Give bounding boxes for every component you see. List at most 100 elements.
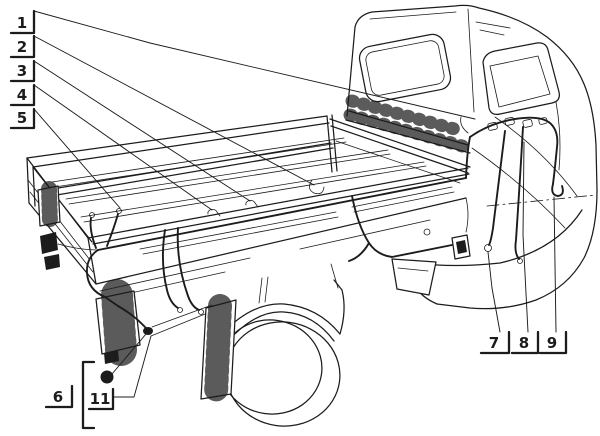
- cab-rear-panel-ribs-1: [345, 94, 469, 138]
- callouts: 1 2 3 4 5 6 11 7: [9, 9, 568, 430]
- callout-5-bracket: [9, 107, 36, 130]
- callout-4: 4: [9, 83, 36, 107]
- leader-3: [33, 60, 251, 202]
- harness-mid-drop-b: [176, 227, 200, 311]
- leader-11-dot: [111, 333, 147, 375]
- frame-member-foot: [104, 350, 119, 364]
- junction-connector-3: [522, 118, 533, 128]
- wiring-harness: [57, 116, 564, 331]
- taillight-link-wire: [57, 243, 99, 251]
- cab-rear-panel-ribs-2: [343, 108, 473, 154]
- callout-2: 2: [9, 34, 36, 59]
- tail-lamp-left-lens: [40, 232, 58, 254]
- callout-1-bracket: [9, 9, 36, 35]
- callout-3-bracket: [9, 59, 36, 83]
- bed-rear-right-corner-drop: [465, 197, 469, 233]
- callout-4-number: 4: [17, 86, 27, 104]
- harness-mid-drop-a: [161, 229, 179, 309]
- callout-5-number: 5: [17, 109, 27, 127]
- harness-hook-9: [551, 183, 564, 197]
- rear-wheel-and-fender: [200, 263, 345, 427]
- mid-drop-b-terminal: [198, 309, 204, 315]
- body-right-outline: [436, 189, 598, 310]
- bed-bottom-edge: [95, 197, 467, 285]
- wire-tip-a-terminal: [89, 212, 95, 218]
- harness-drop-7: [488, 130, 506, 246]
- harness-clip-4: [207, 208, 221, 217]
- callout-6-number: 6: [53, 388, 63, 406]
- harness-drop-8: [514, 126, 524, 260]
- bed-left-wall-top-rail: [26, 115, 330, 168]
- harness-clip-rear: [423, 228, 431, 236]
- bed-floor-rib-2: [65, 149, 391, 205]
- callout-9: 9: [538, 330, 568, 355]
- callout-11-bracket: [87, 387, 115, 411]
- underframe-left: [95, 279, 213, 366]
- cab-side-window-inner: [489, 55, 551, 108]
- tail-lamp-left-slats: [41, 181, 58, 231]
- cab-rear-window: [358, 33, 452, 103]
- body-crease-2: [471, 147, 566, 229]
- callout-8: 8: [510, 330, 540, 355]
- junction-connector-4: [538, 117, 548, 125]
- connector-7: [484, 244, 492, 252]
- leader-8: [522, 141, 529, 333]
- cab-outline: [354, 4, 598, 191]
- callout-6-group: 6 11: [44, 360, 115, 430]
- mudflap-right: [391, 258, 437, 296]
- callout-5: 5: [9, 107, 36, 130]
- junction-connector-1: [487, 121, 498, 131]
- callout-8-number: 8: [519, 334, 529, 352]
- leader-4: [33, 84, 213, 211]
- body-right-side: [391, 116, 598, 310]
- junction-connectors: [487, 116, 548, 131]
- harness-right-trunk: [465, 136, 471, 179]
- bed-headboard-rail: [329, 118, 471, 174]
- wire-tip-b-terminal: [116, 208, 122, 214]
- callout-11-number: 11: [90, 390, 111, 408]
- frame-rail-to-fitting: [150, 304, 213, 337]
- fender-outer-arc: [221, 303, 341, 335]
- bed-floor-rib-1: [51, 137, 347, 188]
- rear-window-inner: [365, 40, 445, 96]
- body-crease-1: [494, 116, 578, 197]
- callout-3: 3: [9, 59, 36, 83]
- tail-lamp-left-bracket: [44, 254, 60, 270]
- callout-7-number: 7: [489, 334, 499, 352]
- callout-9-number: 9: [547, 334, 557, 352]
- harness-cab-hook: [460, 116, 469, 134]
- leader-9: [553, 196, 557, 333]
- harness-junction-sweep: [469, 116, 559, 185]
- body-centerline-dashdot: [486, 194, 597, 207]
- bed-underframe-rails: [99, 219, 431, 300]
- junction-connector-2: [504, 116, 515, 126]
- callout-1-number: 1: [17, 14, 27, 32]
- callout-4-bracket: [9, 83, 36, 107]
- harness-hook-clip-2: [309, 179, 325, 195]
- door-rear-edge: [555, 101, 561, 171]
- bed-near-wall-slats: [139, 186, 455, 255]
- fender-struts: [258, 263, 339, 304]
- harness-main-run: [97, 177, 467, 251]
- rear-window-outer: [358, 33, 452, 103]
- body-lower-sweep: [413, 209, 583, 267]
- harness-wire-tip-b: [106, 213, 119, 247]
- cab-rear-right-edge: [467, 8, 475, 113]
- harness-wire-tip-a: [89, 217, 97, 249]
- callout-7-bracket: [479, 330, 511, 355]
- callout-8-bracket: [510, 330, 540, 355]
- callout-6-bracket: [44, 384, 74, 409]
- cab: [343, 4, 598, 191]
- item-11-dot: [100, 370, 114, 384]
- cab-roof-inner-line: [369, 11, 457, 20]
- fender-right-flare: [333, 279, 345, 335]
- callout-2-number: 2: [17, 38, 27, 56]
- harness-center-branch: [348, 242, 370, 262]
- callout-2-bracket: [9, 34, 36, 59]
- cab-roof-shading: [475, 21, 511, 36]
- mid-drop-a-terminal: [177, 307, 183, 313]
- harness-left-curl: [86, 249, 149, 331]
- tail-lamp-left: [37, 181, 61, 270]
